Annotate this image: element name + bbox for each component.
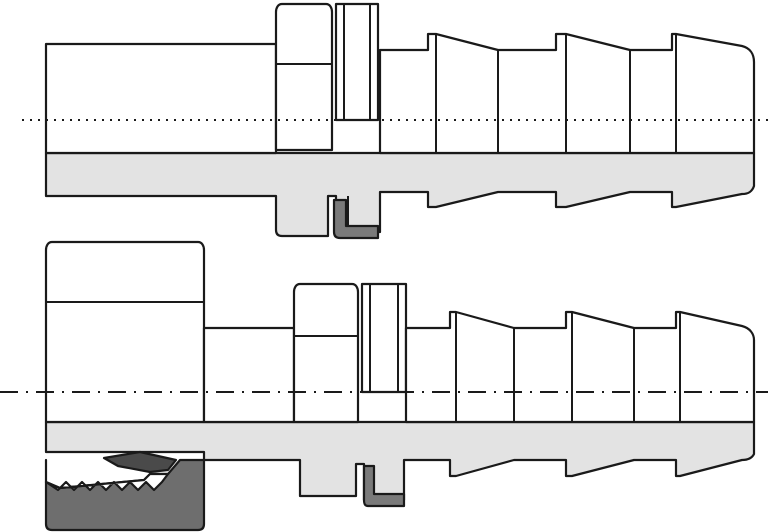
bottom-nut-thread	[44, 472, 170, 492]
bottom-flange-collar	[360, 282, 408, 394]
bottom-cone-seal	[102, 450, 178, 474]
top-hex-nut	[274, 2, 334, 152]
bottom-neck	[202, 326, 296, 424]
bottom-seal-washer	[362, 464, 406, 508]
top-flange-collar	[334, 2, 380, 122]
bottom-hex-nut	[292, 282, 360, 424]
top-body-upper	[44, 42, 278, 155]
bottom-fitting	[0, 240, 768, 532]
top-seal-washer	[332, 198, 380, 240]
bottom-swivel-nut-section	[44, 458, 206, 532]
bottom-swivel-nut	[44, 240, 206, 424]
top-fitting	[22, 2, 768, 240]
bottom-section-half	[44, 420, 756, 502]
bottom-barb-stem	[404, 310, 756, 424]
top-section-half	[44, 151, 756, 238]
